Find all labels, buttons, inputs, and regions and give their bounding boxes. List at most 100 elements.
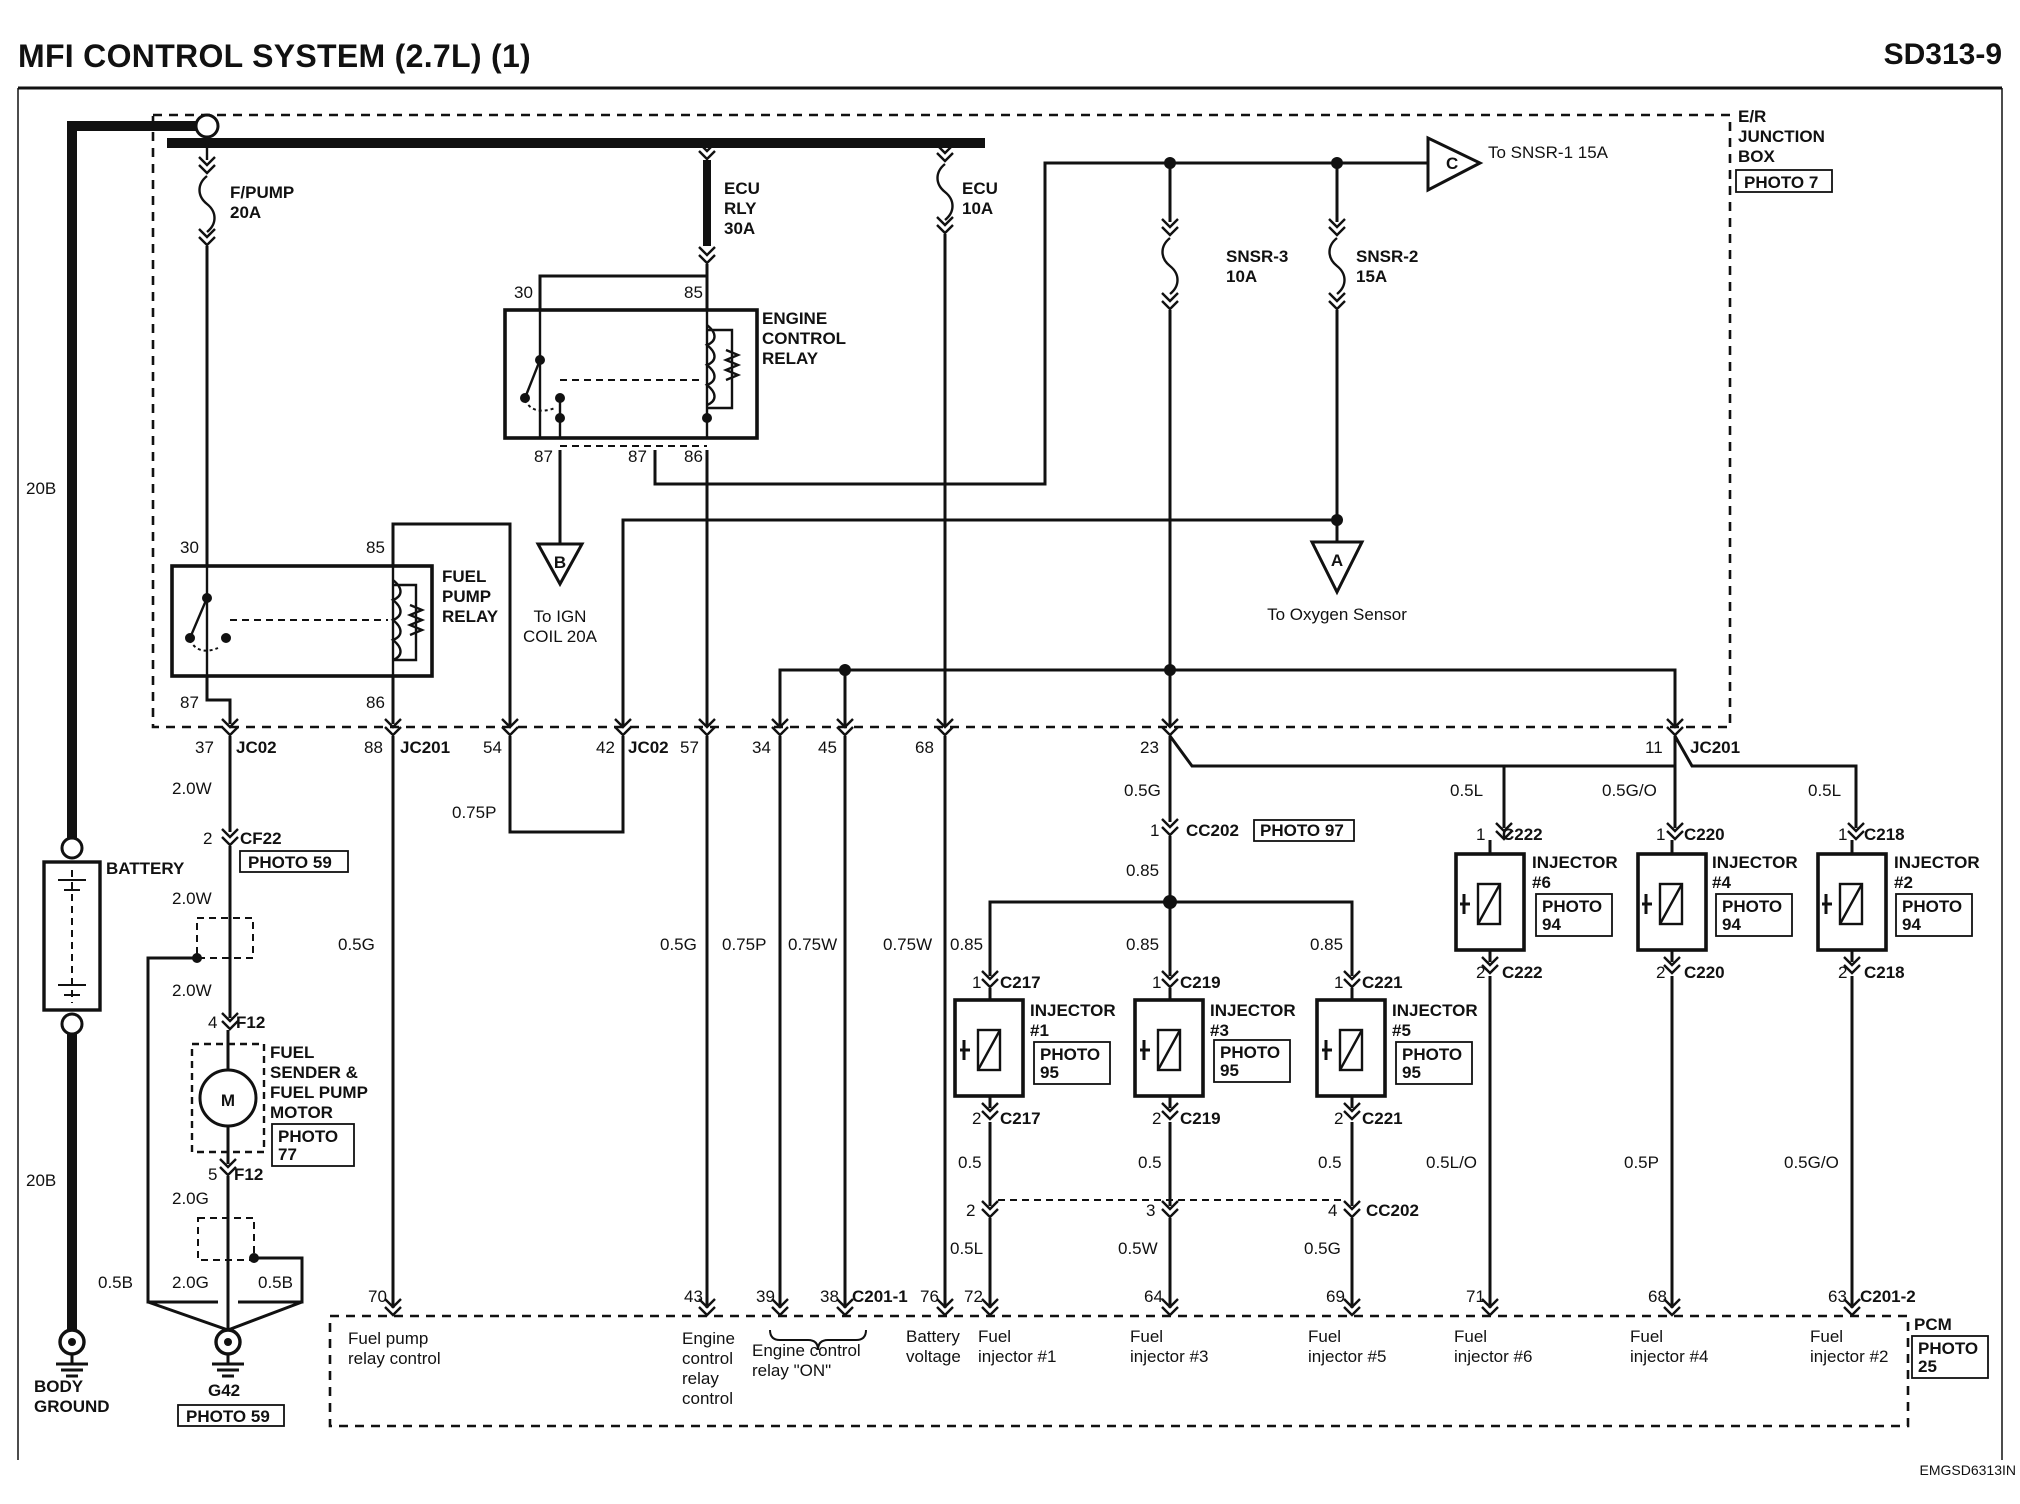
svg-text:#1: #1 bbox=[1030, 1021, 1049, 1040]
wire-85-to-54 bbox=[391, 522, 512, 726]
svg-text:relay control: relay control bbox=[348, 1349, 441, 1368]
svg-text:GROUND: GROUND bbox=[34, 1397, 110, 1416]
svg-text:88: 88 bbox=[364, 738, 383, 757]
svg-text:0.5G: 0.5G bbox=[1304, 1239, 1341, 1258]
svg-text:94: 94 bbox=[1722, 915, 1741, 934]
svg-text:To SNSR-1 15A: To SNSR-1 15A bbox=[1488, 143, 1609, 162]
svg-text:70: 70 bbox=[368, 1287, 387, 1306]
svg-text:voltage: voltage bbox=[906, 1347, 961, 1366]
svg-text:0.85: 0.85 bbox=[1310, 935, 1343, 954]
ecu-rly-fuse: ECU RLY 30A bbox=[697, 141, 760, 310]
footer-code: EMGSD6313IN bbox=[1919, 1462, 2016, 1478]
svg-text:INJECTOR: INJECTOR bbox=[1392, 1001, 1478, 1020]
svg-text:JC02: JC02 bbox=[236, 738, 277, 757]
svg-text:1: 1 bbox=[1334, 973, 1343, 992]
injector-6: 1 C222 2 C222 INJECTOR #6 PHOTO 94 bbox=[1454, 821, 1618, 982]
svg-text:20B: 20B bbox=[26, 479, 56, 498]
svg-text:RLY: RLY bbox=[724, 199, 757, 218]
svg-text:Fuel: Fuel bbox=[1454, 1327, 1487, 1346]
svg-text:PHOTO: PHOTO bbox=[1902, 897, 1962, 916]
svg-text:injector #6: injector #6 bbox=[1454, 1347, 1532, 1366]
injector-output-wires: 0.5 0.5 0.5 2 3 4 CC202 0.5L 0.5W 0.5G 0… bbox=[950, 976, 1854, 1296]
svg-text:0.5L: 0.5L bbox=[950, 1239, 983, 1258]
injector-5: 1 C221 2 C221 INJECTOR #5 PHOTO 95 bbox=[1315, 969, 1478, 1128]
wire-snsr2-to-42 bbox=[621, 518, 1337, 726]
svg-text:85: 85 bbox=[366, 538, 385, 557]
svg-text:43: 43 bbox=[684, 1287, 703, 1306]
injector-3: 1 C219 2 C219 INJECTOR #3 PHOTO 95 bbox=[1133, 969, 1296, 1128]
snsr3-fuse: SNSR-3 10A bbox=[1160, 163, 1288, 726]
svg-text:M: M bbox=[221, 1091, 235, 1110]
pcm: 70 43 39 38 C201-1 76 72 64 69 71 68 63 … bbox=[328, 1287, 1989, 1428]
svg-text:2.0G: 2.0G bbox=[172, 1189, 209, 1208]
svg-text:20A: 20A bbox=[230, 203, 261, 222]
svg-text:Fuel: Fuel bbox=[1810, 1327, 1843, 1346]
svg-text:2: 2 bbox=[1838, 963, 1847, 982]
svg-text:C201-1: C201-1 bbox=[852, 1287, 908, 1306]
svg-text:F12: F12 bbox=[236, 1013, 265, 1032]
svg-text:5: 5 bbox=[208, 1165, 217, 1184]
svg-text:#6: #6 bbox=[1532, 873, 1551, 892]
pcm-feed-wires: 0.5G 0.5G 0.75P 0.75W 0.75W bbox=[338, 736, 947, 1296]
snsr3-bus bbox=[778, 664, 1677, 726]
svg-text:BOX: BOX bbox=[1738, 147, 1776, 166]
svg-text:2: 2 bbox=[1152, 1109, 1161, 1128]
svg-text:C218: C218 bbox=[1864, 963, 1905, 982]
svg-text:relay: relay bbox=[682, 1369, 719, 1388]
svg-text:45: 45 bbox=[818, 738, 837, 757]
svg-text:C220: C220 bbox=[1684, 963, 1725, 982]
svg-text:94: 94 bbox=[1542, 915, 1561, 934]
svg-text:PHOTO: PHOTO bbox=[1918, 1339, 1978, 1358]
svg-text:C219: C219 bbox=[1180, 973, 1221, 992]
svg-text:control: control bbox=[682, 1389, 733, 1408]
injector-1: 1 C217 2 C217 INJECTOR #1 PHOTO 95 bbox=[953, 969, 1116, 1128]
svg-text:2.0W: 2.0W bbox=[172, 981, 212, 1000]
svg-text:11: 11 bbox=[1645, 738, 1663, 757]
svg-text:JC201: JC201 bbox=[400, 738, 450, 757]
svg-text:0.5G: 0.5G bbox=[1124, 781, 1161, 800]
fuel-pump-circuit: 2.0W 2 CF22 PHOTO 59 2.0W 2.0W 4 F12 M 5… bbox=[98, 736, 368, 1332]
svg-text:0.75P: 0.75P bbox=[452, 803, 496, 822]
svg-text:C217: C217 bbox=[1000, 1109, 1041, 1128]
svg-text:0.5B: 0.5B bbox=[258, 1273, 293, 1292]
svg-text:37: 37 bbox=[195, 738, 214, 757]
svg-text:PHOTO: PHOTO bbox=[278, 1127, 338, 1146]
svg-text:86: 86 bbox=[366, 693, 385, 712]
injector-4: 1 C220 2 C220 INJECTOR #4 PHOTO 94 bbox=[1636, 821, 1798, 982]
svg-text:RELAY: RELAY bbox=[762, 349, 819, 368]
svg-text:C219: C219 bbox=[1180, 1109, 1221, 1128]
svg-text:Fuel: Fuel bbox=[978, 1327, 1011, 1346]
svg-text:BODY: BODY bbox=[34, 1377, 84, 1396]
svg-text:C220: C220 bbox=[1684, 825, 1725, 844]
svg-text:Engine control: Engine control bbox=[752, 1341, 861, 1360]
battery: BATTERY bbox=[42, 836, 185, 1330]
svg-text:38: 38 bbox=[820, 1287, 839, 1306]
svg-text:COIL 20A: COIL 20A bbox=[523, 627, 598, 646]
svg-text:25: 25 bbox=[1918, 1357, 1937, 1376]
svg-text:control: control bbox=[682, 1349, 733, 1368]
svg-text:72: 72 bbox=[964, 1287, 983, 1306]
svg-text:30: 30 bbox=[180, 538, 199, 557]
svg-text:JC02: JC02 bbox=[628, 738, 669, 757]
junction-box: E/R JUNCTION BOX PHOTO 7 bbox=[151, 107, 1833, 729]
svg-text:INJECTOR: INJECTOR bbox=[1712, 853, 1798, 872]
svg-text:95: 95 bbox=[1040, 1063, 1059, 1082]
svg-text:0.5: 0.5 bbox=[1318, 1153, 1342, 1172]
ground-g42: G42 PHOTO 59 bbox=[177, 1328, 285, 1427]
svg-text:C222: C222 bbox=[1502, 963, 1543, 982]
svg-text:injector #2: injector #2 bbox=[1810, 1347, 1888, 1366]
svg-text:PHOTO: PHOTO bbox=[1220, 1043, 1280, 1062]
svg-text:C221: C221 bbox=[1362, 973, 1403, 992]
engine-control-relay: 30 85 87 87 86 ENGINE CONTROL RELAY bbox=[503, 283, 846, 466]
fuel-pump-relay: 30 85 87 86 FUEL PUMP RELAY bbox=[170, 538, 499, 712]
svg-text:INJECTOR: INJECTOR bbox=[1030, 1001, 1116, 1020]
svg-text:RELAY: RELAY bbox=[442, 607, 499, 626]
svg-text:1: 1 bbox=[1838, 825, 1847, 844]
svg-text:PHOTO 97: PHOTO 97 bbox=[1260, 821, 1344, 840]
svg-text:SNSR-2: SNSR-2 bbox=[1356, 247, 1418, 266]
svg-text:42: 42 bbox=[596, 738, 615, 757]
svg-text:CONTROL: CONTROL bbox=[762, 329, 846, 348]
svg-text:4: 4 bbox=[208, 1013, 217, 1032]
svg-text:0.85: 0.85 bbox=[1126, 861, 1159, 880]
